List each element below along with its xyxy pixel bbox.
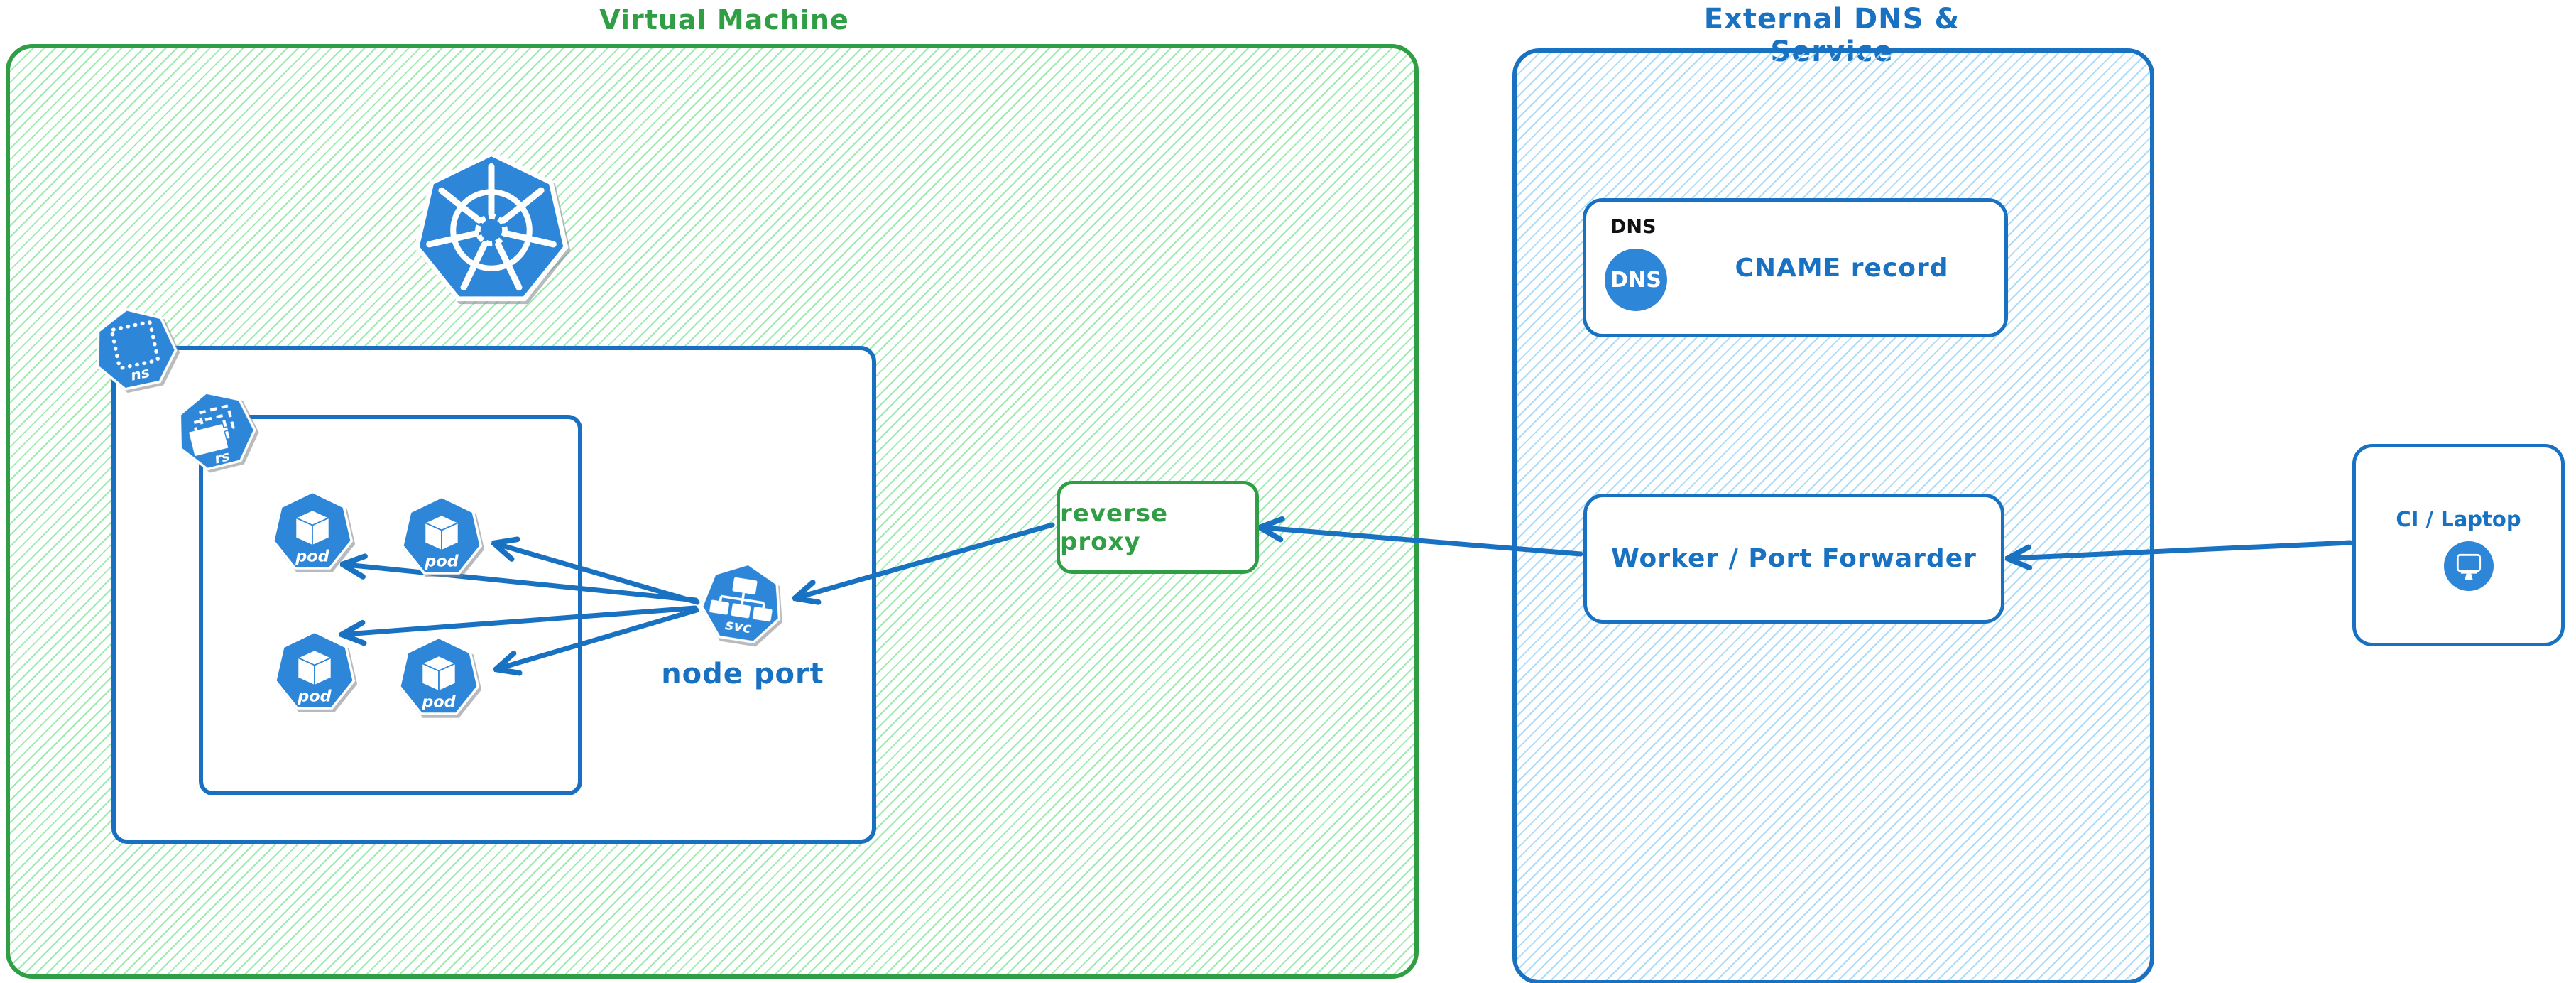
- cube-icon: [420, 655, 457, 693]
- pod-icon-2: pod: [401, 495, 482, 575]
- monitor-badge: [2444, 541, 2494, 591]
- worker-port-forwarder-label: Worker / Port Forwarder: [1611, 544, 1977, 573]
- ci-laptop-label: CI / Laptop: [2396, 507, 2521, 531]
- cube-icon: [296, 649, 333, 687]
- service-label: svc: [724, 616, 753, 636]
- kubernetes-wheel: [426, 163, 557, 291]
- node-port-label: node port: [661, 658, 824, 690]
- service-icon: svc: [696, 556, 789, 647]
- dns-cname-card: DNS DNS CNAME record: [1583, 198, 2008, 337]
- service-tree: [709, 577, 773, 622]
- replicaset-box: [199, 415, 582, 795]
- cube-icon: [294, 509, 331, 547]
- pod-icon-1: pod: [272, 490, 353, 570]
- namespace-dashed-square: [109, 320, 160, 370]
- dns-card-header: DNS: [1610, 216, 1657, 238]
- pod-label: pod: [424, 552, 459, 570]
- cname-record-label: CNAME record: [1735, 253, 1949, 283]
- vm-title: Virtual Machine: [599, 4, 849, 36]
- dns-badge-icon: DNS: [1605, 249, 1667, 311]
- reverse-proxy-box: reverse proxy: [1057, 481, 1259, 574]
- pod-label: pod: [421, 693, 456, 711]
- pod-icon-3: pod: [274, 630, 355, 710]
- cube-icon: [423, 514, 460, 552]
- pod-label: pod: [295, 547, 329, 565]
- namespace-icon: ns: [86, 300, 183, 396]
- pod-label: pod: [297, 687, 332, 705]
- kubernetes-logo-icon: [412, 151, 571, 310]
- worker-port-forwarder-box: Worker / Port Forwarder: [1583, 494, 2004, 624]
- ci-laptop-box: CI / Laptop: [2352, 444, 2565, 646]
- pod-icon-4: pod: [398, 636, 479, 715]
- reverse-proxy-label: reverse proxy: [1060, 499, 1169, 556]
- replicaset-rects: [189, 403, 235, 457]
- monitor-icon: [2456, 553, 2482, 580]
- namespace-label: ns: [129, 364, 151, 384]
- replicaset-icon: rs: [168, 382, 263, 476]
